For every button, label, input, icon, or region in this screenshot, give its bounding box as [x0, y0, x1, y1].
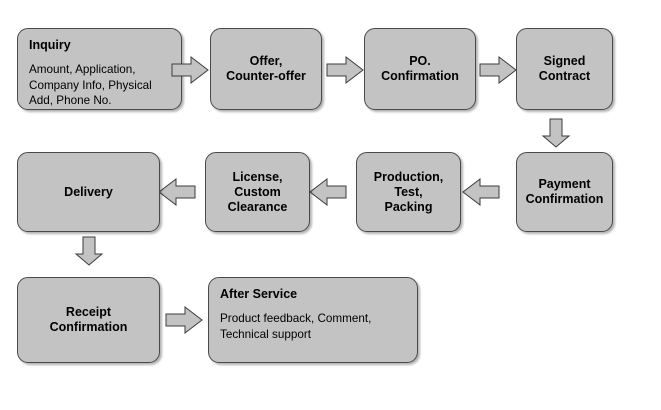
connector-offer-to-po-arrow-right-icon [325, 55, 365, 85]
node-inquiry-body: Amount, Application, Company Info, Physi… [29, 63, 152, 107]
connector-delivery-to-receipt-arrow-down-icon [74, 235, 104, 267]
node-receipt-confirmation-title: Receipt Confirmation [49, 305, 128, 334]
node-po-confirmation[interactable]: PO. Confirmation [364, 28, 476, 110]
node-production-test-packing-title: Production, Test, Packing [373, 169, 444, 214]
node-signed-contract[interactable]: Signed Contract [516, 28, 613, 110]
node-payment-confirmation-title: Payment Confirmation [525, 177, 604, 206]
node-after-service-title: After Service [220, 287, 298, 301]
connector-receipt-to-after-service-arrow-right-icon [164, 305, 204, 335]
node-payment-confirmation[interactable]: Payment Confirmation [516, 152, 613, 232]
connector-payment-to-production-arrow-left-icon [461, 177, 501, 207]
connector-inquiry-to-offer-arrow-right-icon [170, 55, 210, 85]
connector-signed-contract-to-payment-arrow-down-icon [541, 117, 571, 149]
connector-production-to-license-arrow-left-icon [308, 177, 348, 207]
node-production-test-packing[interactable]: Production, Test, Packing [356, 152, 461, 232]
node-delivery-title: Delivery [64, 184, 113, 199]
node-delivery[interactable]: Delivery [17, 152, 160, 232]
node-license-custom-clearance[interactable]: License, Custom Clearance [205, 152, 310, 232]
node-inquiry-title: Inquiry [29, 38, 71, 52]
node-inquiry[interactable]: Inquiry Amount, Application, Company Inf… [17, 28, 182, 110]
connector-po-to-signed-contract-arrow-right-icon [478, 55, 518, 85]
node-signed-contract-title: Signed Contract [538, 54, 591, 83]
node-offer-title: Offer, Counter-offer [226, 54, 306, 83]
node-receipt-confirmation[interactable]: Receipt Confirmation [17, 277, 160, 363]
node-after-service[interactable]: After Service Product feedback, Comment,… [208, 277, 418, 363]
node-po-confirmation-title: PO. Confirmation [381, 54, 459, 83]
node-after-service-body: Product feedback, Comment, Technical sup… [220, 312, 372, 341]
connector-license-to-delivery-arrow-left-icon [157, 177, 197, 207]
node-license-custom-clearance-title: License, Custom Clearance [227, 169, 288, 214]
node-offer[interactable]: Offer, Counter-offer [210, 28, 322, 110]
